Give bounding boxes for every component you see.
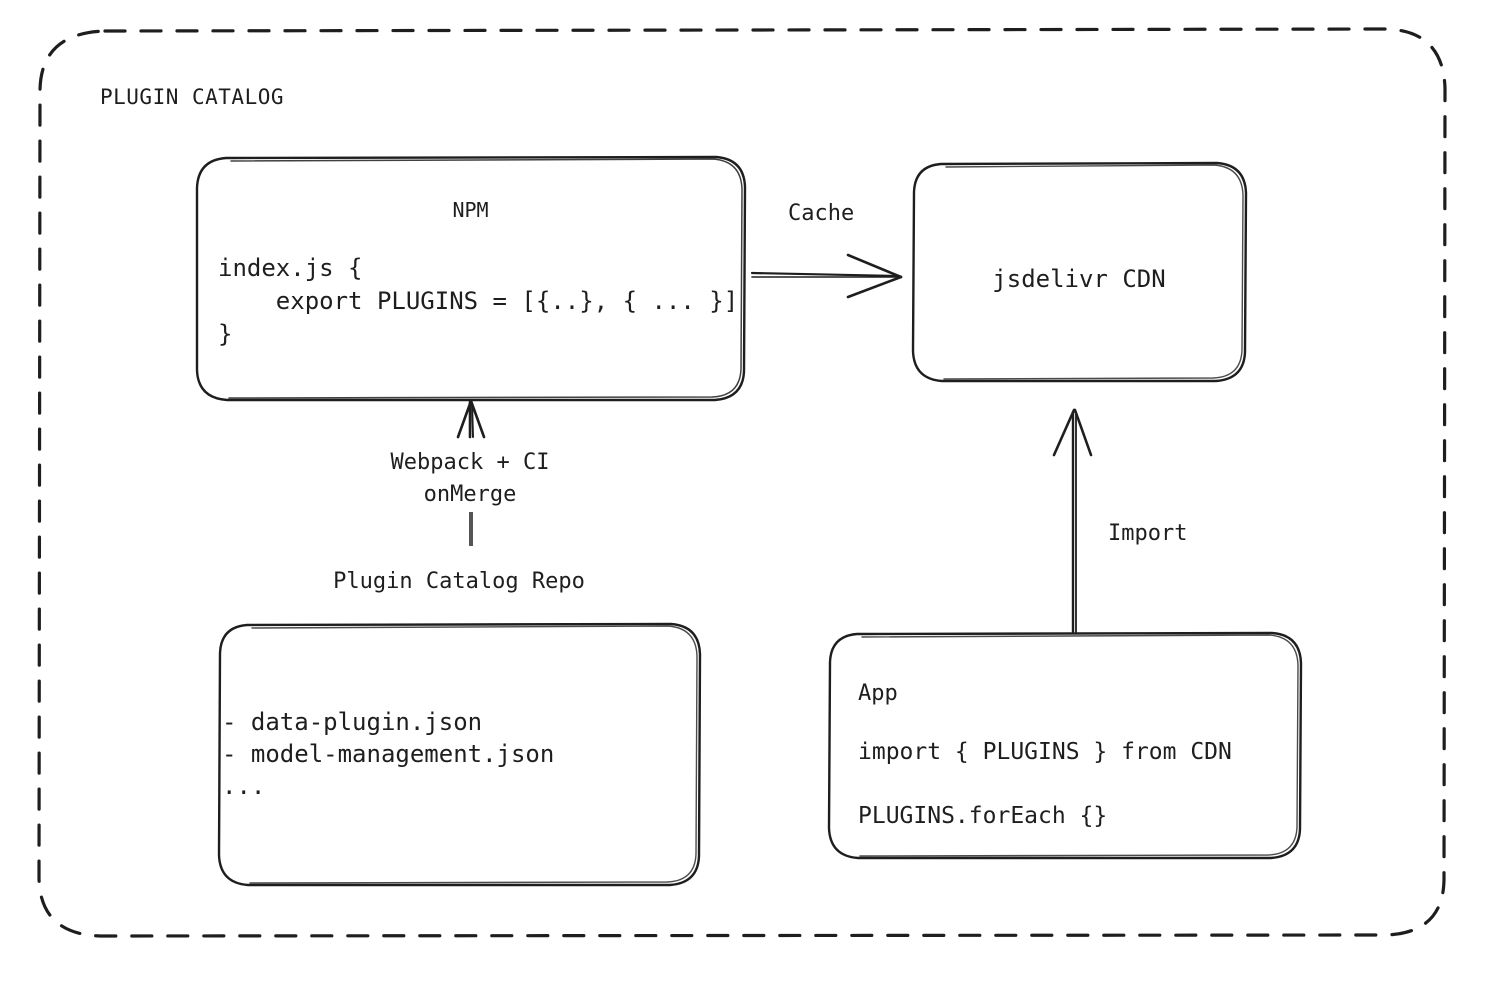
import-arrow: [1052, 408, 1093, 634]
app-node-code-import: import { PLUGINS } from CDN: [858, 739, 1232, 765]
app-node-code-foreach: PLUGINS.forEach {}: [858, 803, 1108, 829]
cdn-node-title: jsdelivr CDN: [992, 265, 1166, 293]
app-node-title: App: [858, 681, 898, 706]
npm-node-code: index.js { export PLUGINS = [{..}, { ...…: [218, 254, 739, 349]
cache-arrow: [750, 253, 903, 299]
webpack-ci-edge-label: Webpack + CI onMerge: [390, 450, 550, 507]
repo-node-file-list: - data-plugin.json - model-management.js…: [222, 708, 555, 800]
import-edge-label: Import: [1108, 521, 1188, 546]
repo-node-label: Plugin Catalog Repo: [333, 569, 585, 594]
cache-edge-label: Cache: [788, 201, 855, 226]
npm-node-title: NPM: [452, 198, 489, 222]
group-title: PLUGIN CATALOG: [100, 85, 285, 109]
